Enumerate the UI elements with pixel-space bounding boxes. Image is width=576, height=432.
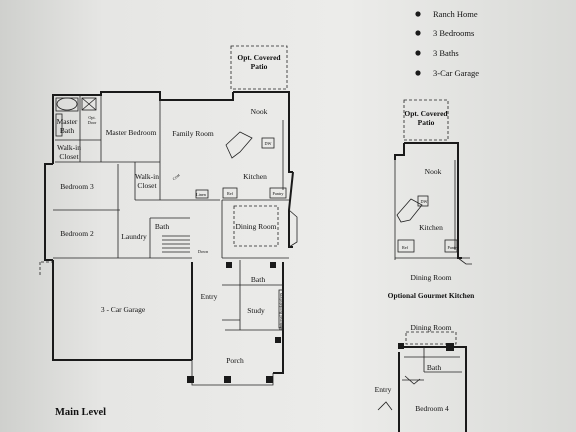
dining-room-label: Dining Room bbox=[235, 222, 276, 231]
bed4-bath-label: Bath bbox=[427, 363, 441, 372]
gourmet-pantry-label: Pantry bbox=[448, 245, 460, 250]
feature-list: Ranch Home 3 Bedrooms 3 Baths 3-Car Gara… bbox=[415, 9, 479, 78]
feature-3: 3 Baths bbox=[433, 48, 459, 58]
bedroom-3-label: Bedroom 3 bbox=[60, 182, 94, 191]
dw-label: DW bbox=[265, 141, 272, 146]
patio-label-1: Opt. Covered bbox=[237, 53, 281, 62]
laundry-label: Laundry bbox=[121, 232, 147, 241]
master-bedroom-label: Master Bedroom bbox=[106, 128, 157, 137]
gourmet-patio-label-2: Patio bbox=[418, 118, 435, 127]
coat-label: Coat bbox=[171, 172, 181, 181]
main-level-caption: Main Level bbox=[55, 407, 106, 418]
bookshelves-label: Optional Bookshelves bbox=[278, 293, 283, 330]
nook-label: Nook bbox=[251, 107, 268, 116]
family-room-label: Family Room bbox=[172, 129, 214, 138]
feature-4: 3-Car Garage bbox=[433, 68, 479, 78]
master-bath-label-1: Master bbox=[57, 117, 78, 126]
bath-label: Bath bbox=[155, 222, 169, 231]
covered-patio bbox=[230, 45, 288, 90]
bed4-bedroom-label: Bedroom 4 bbox=[415, 404, 449, 413]
gourmet-kitchen-plan: Opt. Covered Patio Nook DW Kitchen Ref P… bbox=[394, 99, 472, 282]
bed4-dining-label: Dining Room bbox=[410, 323, 451, 332]
porch-label: Porch bbox=[226, 356, 244, 365]
gourmet-ref-label: Ref bbox=[402, 245, 409, 250]
bedroom-2-label: Bedroom 2 bbox=[60, 229, 94, 238]
patio-label-2: Patio bbox=[251, 62, 268, 71]
walkin-closet-1-label-2: Closet bbox=[59, 152, 79, 161]
linen-label: Linen bbox=[196, 192, 207, 197]
bed4-entry-label: Entry bbox=[375, 385, 392, 394]
gourmet-patio-label-1: Opt. Covered bbox=[404, 109, 448, 118]
main-level-plan: Opt. Covered Patio bbox=[39, 45, 298, 386]
bath-2-label: Bath bbox=[251, 275, 265, 284]
gourmet-dining-label: Dining Room bbox=[410, 273, 451, 282]
down-label: Down bbox=[198, 249, 209, 254]
kitchen-label: Kitchen bbox=[243, 172, 267, 181]
opt-door-label-2: Door bbox=[88, 120, 97, 125]
gourmet-kitchen-label: Kitchen bbox=[419, 223, 443, 232]
opt-door-label-1: Opt. bbox=[88, 115, 95, 120]
walkin-closet-2-label-2: Closet bbox=[137, 181, 157, 190]
garage-label: 3 - Car Garage bbox=[101, 305, 146, 314]
bedroom-4-plan: Dining Room Bath Entry Bedroom 4 bbox=[375, 323, 467, 432]
feature-1: Ranch Home bbox=[433, 9, 478, 19]
gourmet-dw-label: DW bbox=[421, 199, 428, 204]
pantry-label: Pantry bbox=[273, 191, 285, 196]
entry-label: Entry bbox=[201, 292, 218, 301]
walkin-closet-1-label-1: Walk-in bbox=[57, 143, 81, 152]
study-label: Study bbox=[247, 306, 265, 315]
feature-2: 3 Bedrooms bbox=[433, 28, 474, 38]
ref-label: Ref bbox=[227, 191, 234, 196]
gourmet-nook-label: Nook bbox=[425, 167, 442, 176]
walkin-closet-2-label-1: Walk-in bbox=[135, 172, 159, 181]
gourmet-caption: Optional Gourmet Kitchen bbox=[388, 291, 475, 300]
master-bath-label-2: Bath bbox=[60, 126, 74, 135]
